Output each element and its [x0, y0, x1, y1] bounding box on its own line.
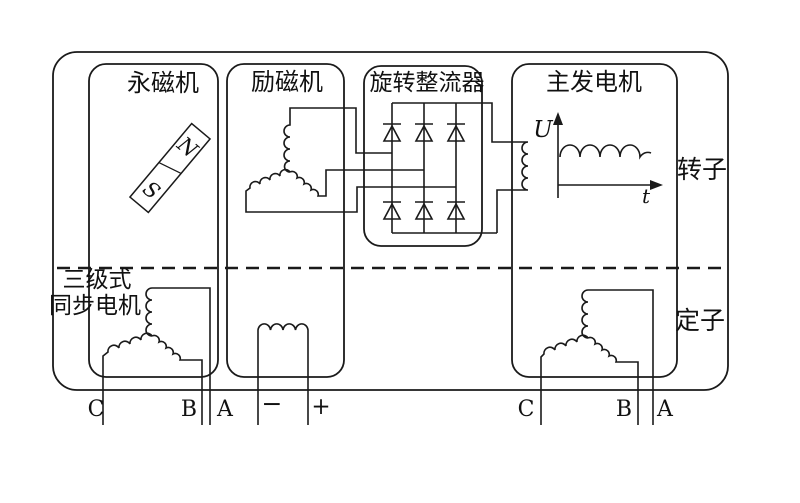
- main-terminal-c-label: C: [518, 397, 535, 422]
- stator-label: 定子: [675, 306, 725, 335]
- main-stator-phase-a: [581, 289, 654, 425]
- rectified-ripple-waveform: [559, 144, 652, 160]
- exciter-box-title: 励磁机: [251, 68, 323, 96]
- permanent-magnet-machine-box: 永磁机: [88, 63, 219, 378]
- rectifier-box-outline: [363, 65, 483, 247]
- diode-triangle: [414, 124, 434, 142]
- exciter-terminal-labels: − +: [262, 389, 331, 420]
- exciter-phase1-coil-and-lead: [283, 107, 392, 173]
- pm-stator-winding: [102, 287, 211, 425]
- main-terminal-a-label: A: [656, 397, 674, 422]
- voltage-time-graph: U t: [533, 112, 663, 208]
- main-generator-box-outline: [511, 63, 678, 378]
- main-stator-phase-b: [587, 336, 639, 425]
- pm-stator-phase-c: [102, 332, 153, 425]
- pm-terminal-labels: C B A: [88, 397, 234, 422]
- diode-lower-1: [382, 201, 402, 220]
- pm-box-outline: [88, 63, 219, 378]
- system-name-label: 三级式 同步电机: [49, 267, 141, 319]
- u-axis-arrowhead-icon: [553, 112, 563, 125]
- pm-terminal-c-label: C: [88, 397, 105, 422]
- main-generator-field-winding-circuit: [392, 102, 529, 233]
- system-name-line2: 同步电机: [49, 293, 141, 319]
- exciter-field-winding: [257, 323, 309, 425]
- main-generator-box-title: 主发电机: [546, 68, 642, 96]
- pm-stator-phase-b: [151, 334, 203, 425]
- rectifier-box-title: 旋转整流器: [370, 70, 485, 96]
- pm-box-title: 永磁机: [127, 69, 199, 97]
- pm-stator-phase-a: [145, 287, 211, 425]
- diode-upper-3: [446, 123, 466, 142]
- permanent-magnet: N S: [128, 122, 212, 214]
- diode-triangle: [382, 124, 402, 142]
- system-name-line1: 三级式: [63, 267, 132, 293]
- t-axis-label: t: [642, 184, 651, 208]
- diode-lower-2: [414, 201, 434, 220]
- diode-triangle: [414, 202, 434, 220]
- diode-triangle: [382, 202, 402, 220]
- rotor-label: 转子: [677, 155, 727, 184]
- main-terminal-labels: C B A: [518, 397, 674, 422]
- outer-machine-frame: [52, 51, 729, 391]
- exciter-terminal-plus-label: +: [311, 394, 330, 420]
- diode-lower-3: [446, 201, 466, 220]
- diode-upper-1: [382, 123, 402, 142]
- main-terminal-b-label: B: [616, 397, 632, 422]
- t-axis-arrowhead-icon: [650, 180, 663, 190]
- u-axis-label: U: [533, 117, 554, 143]
- exciter-box: 励磁机: [226, 63, 345, 378]
- pm-terminal-b-label: B: [181, 397, 197, 422]
- main-stator-phase-c: [540, 334, 589, 425]
- exciter-phase3-coil-and-lead: [245, 168, 456, 213]
- exciter-armature-winding: [245, 107, 456, 213]
- exciter-phase2-coil-and-lead: [289, 169, 424, 197]
- exciter-terminal-minus-label: −: [262, 389, 283, 418]
- diode-upper-2: [414, 123, 434, 142]
- pm-terminal-a-label: A: [216, 397, 234, 422]
- exciter-box-outline: [226, 63, 345, 378]
- rectifier-bridge: [382, 103, 497, 234]
- magnet-pole-divider: [158, 162, 182, 174]
- rotating-rectifier-box: 旋转整流器: [363, 65, 485, 247]
- main-generator-box: 主发电机: [511, 63, 678, 378]
- diode-triangle: [446, 124, 466, 142]
- main-stator-winding: [540, 289, 654, 425]
- diode-triangle: [446, 202, 466, 220]
